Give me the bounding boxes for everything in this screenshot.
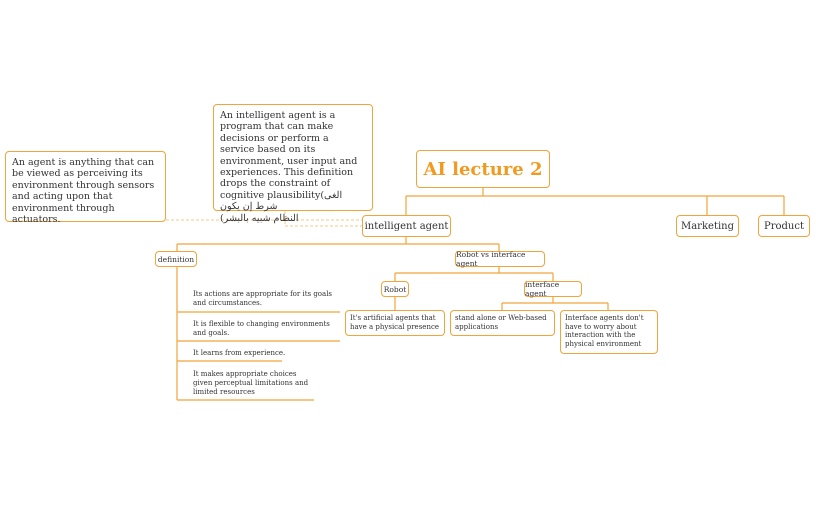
branch-marketing[interactable]: Marketing xyxy=(676,215,739,237)
intelligent-agent-note[interactable]: An intelligent agent is a program that c… xyxy=(213,104,373,224)
branch-label: intelligent agent xyxy=(364,220,449,232)
definition-item[interactable]: It makes appropriate choices given perce… xyxy=(193,370,309,396)
intelligent-agent-note-arabic: النظام شبيه بالبشر) xyxy=(220,212,299,224)
intelligent-agent-note-text: An intelligent agent is a program that c… xyxy=(220,110,358,213)
definition-item[interactable]: Its actions are appropriate for its goal… xyxy=(193,290,333,307)
branch-intelligent-agent[interactable]: intelligent agent xyxy=(362,215,451,237)
definition-item[interactable]: It is flexible to changing environments … xyxy=(193,320,330,337)
agent-note[interactable]: An agent is anything that can be viewed … xyxy=(5,151,166,225)
robot-vs-interface-label: Robot vs interface agent xyxy=(456,250,526,268)
branch-product[interactable]: Product xyxy=(758,215,810,237)
root-node[interactable]: AI lecture 2 xyxy=(416,150,550,188)
definition-node[interactable]: definition xyxy=(155,251,197,267)
branch-label: Product xyxy=(764,220,804,232)
definition-label: definition xyxy=(157,254,195,264)
robot-node[interactable]: Robot xyxy=(381,281,409,297)
robot-label: Robot xyxy=(383,284,407,294)
root-title: AI lecture 2 xyxy=(423,158,543,180)
branch-label: Marketing xyxy=(680,220,735,232)
agent-note-text: An agent is anything that can be viewed … xyxy=(12,157,155,225)
robot-vs-interface-node[interactable]: Robot vs interface agent xyxy=(455,250,545,268)
interface-description-physical[interactable]: Interface agents don't have to worry abo… xyxy=(560,310,658,354)
robot-description[interactable]: It's artificial agents that have a physi… xyxy=(345,310,445,336)
definition-item[interactable]: It learns from experience. xyxy=(193,349,286,357)
interface-description-standalone[interactable]: stand alone or Web-based applications xyxy=(450,310,555,336)
interface-agent-label: interface agent xyxy=(525,280,560,298)
interface-agent-node[interactable]: interface agent xyxy=(524,280,582,298)
